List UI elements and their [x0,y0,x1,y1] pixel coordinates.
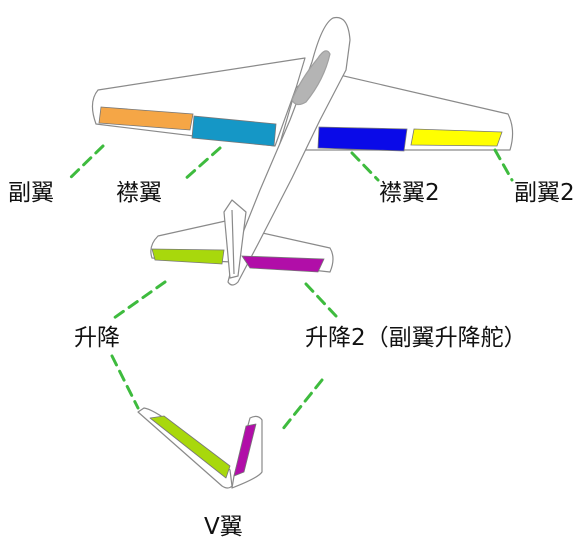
leader-lines [66,144,514,432]
leader-elevator-left [112,280,167,320]
leader-vtail-left [110,354,140,410]
leader-aileron-left [66,144,105,182]
elevator-right-surface [241,255,325,273]
canopy [291,50,331,106]
label-aileron-right: 副翼2 [514,180,575,206]
flap-right-surface [317,126,408,152]
airplane [91,16,514,286]
label-elevator-left: 升降 [74,325,120,351]
label-flap-left: 襟翼 [116,180,162,206]
leader-aileron-right [493,148,514,182]
fuselage [227,16,351,286]
aileron-left-surface [98,106,194,131]
leader-flap-left [182,146,222,182]
flap-left-surface [191,115,277,147]
leader-flap-right [350,151,380,182]
vtail-left-surface [149,415,231,479]
label-aileron-left: 副翼 [8,180,54,206]
vtail-illustration [137,407,263,489]
vtail-right-surface [233,423,257,477]
aileron-right-surface [410,128,503,147]
vertical-fin [223,199,247,279]
label-vtail: V翼 [204,514,243,540]
label-elevator-right: 升降2（副翼升降舵） [305,325,527,351]
leader-vtail-right [280,378,324,432]
fin-rudder-line [231,209,235,275]
labels: 副翼 襟翼 襟翼2 副翼2 升降 升降2（副翼升降舵） V翼 [8,180,575,540]
label-flap-right: 襟翼2 [379,180,440,206]
vtail-left-panel [137,407,233,489]
leader-elevator-right [304,282,338,318]
control-surfaces [98,106,503,273]
elevator-left-surface [151,248,225,265]
